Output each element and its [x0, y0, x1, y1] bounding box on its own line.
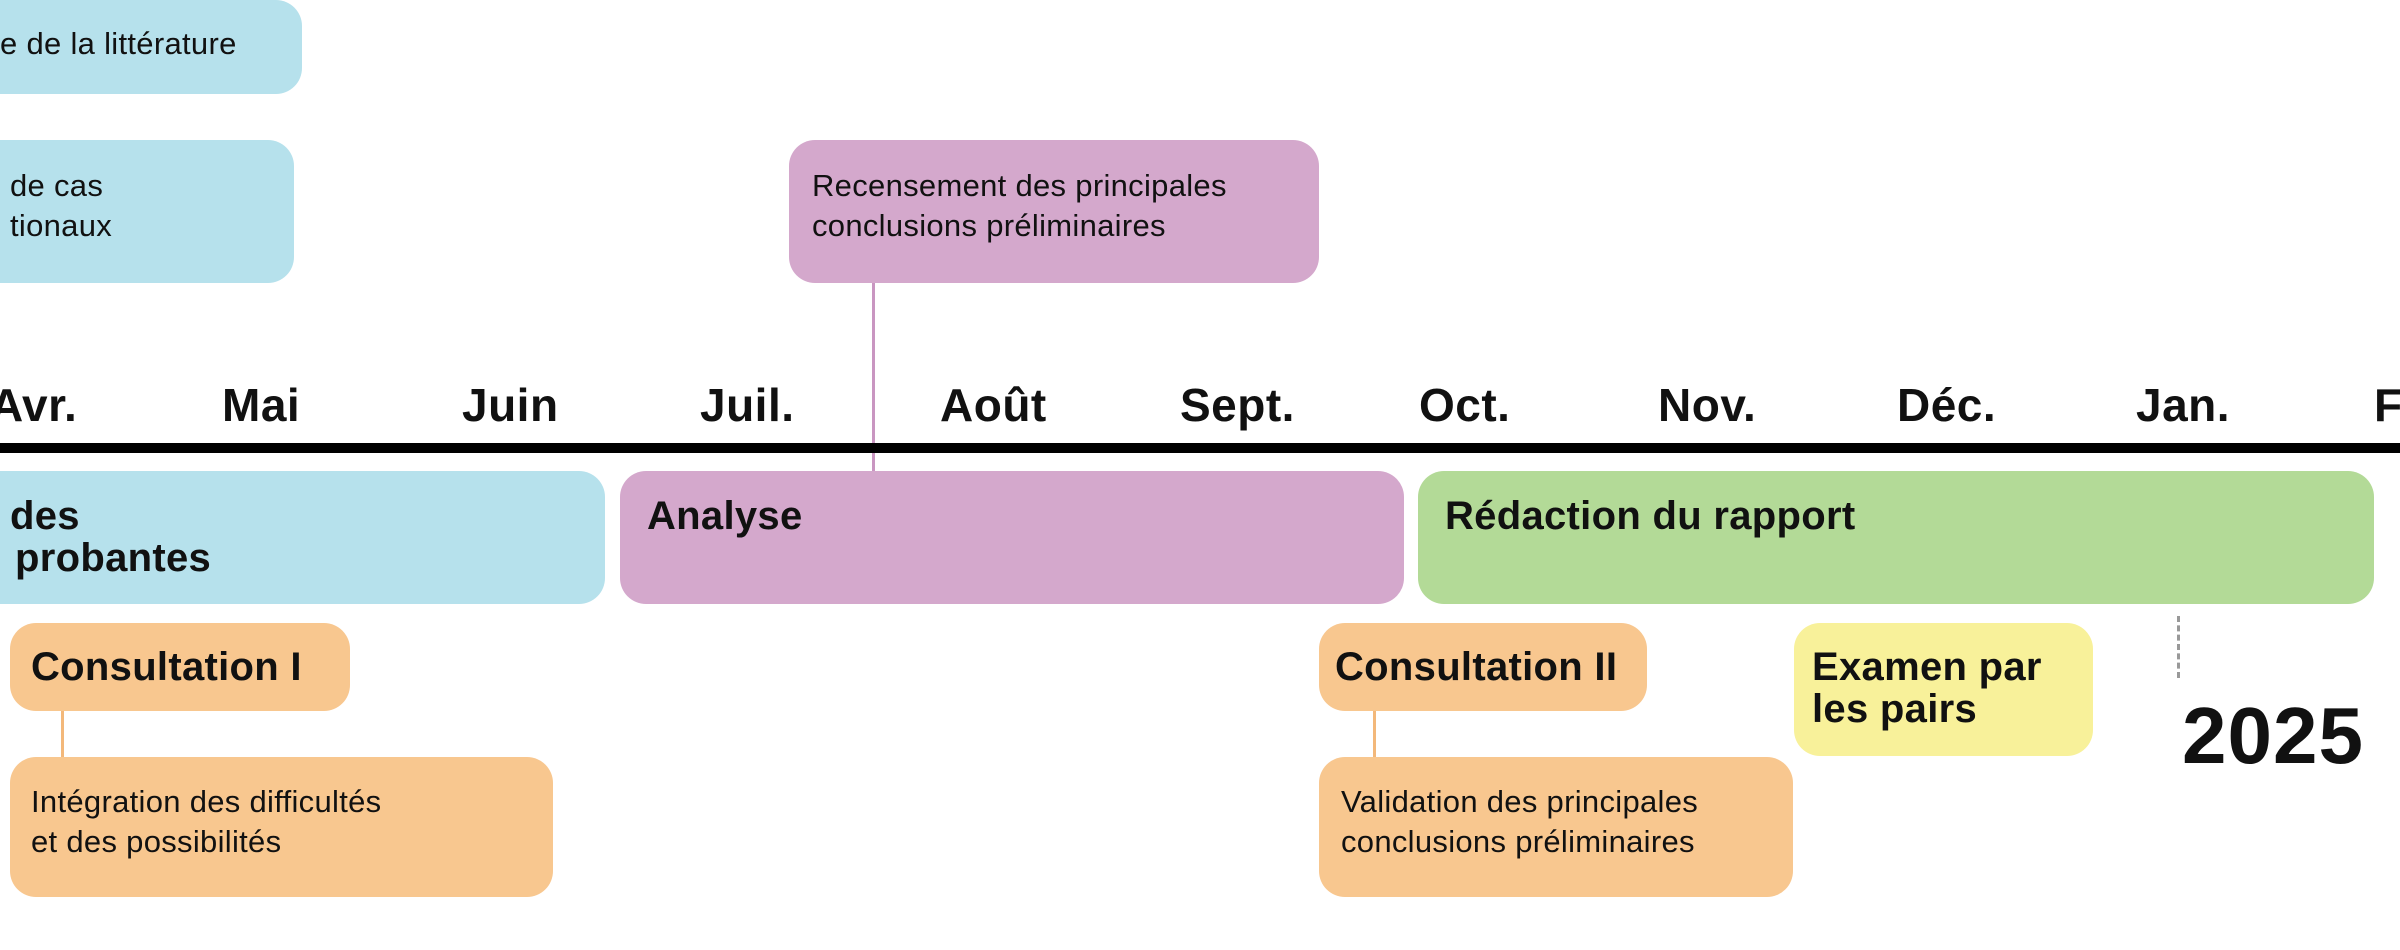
integration-label-line-1: Intégration des difficultés: [31, 784, 382, 819]
case-studies-label-line-1: de cas: [10, 168, 104, 203]
month-label: Avr.: [0, 379, 78, 431]
year-label: 2025: [2182, 691, 2364, 780]
consultation-2-connector: [1373, 711, 1376, 757]
consultation-1-label: Consultation I: [31, 645, 302, 689]
consultation-2-box: Consultation II: [1319, 623, 1647, 711]
evidence-phase-label-line-2: probantes: [15, 536, 212, 580]
month-label: Août: [940, 379, 1047, 431]
literature-review-box: e de la littérature: [0, 0, 302, 94]
month-label: Juil.: [700, 379, 795, 431]
validation-box: Validation des principales conclusions p…: [1319, 757, 1793, 897]
month-label: Jan.: [2136, 379, 2231, 431]
validation-label-line-1: Validation des principales: [1341, 784, 1699, 819]
month-label: Oct.: [1419, 379, 1511, 431]
consultation-1-connector: [61, 711, 64, 757]
analyse-phase-box: Analyse: [620, 471, 1404, 604]
month-label: Mai: [222, 379, 301, 431]
recensement-label-line-1: Recensement des principales: [812, 168, 1227, 203]
month-label: Nov.: [1658, 379, 1757, 431]
recensement-label-line-2: conclusions préliminaires: [812, 208, 1166, 243]
timeline-axis: [0, 443, 2400, 453]
consultation-2-label: Consultation II: [1335, 645, 1618, 689]
peer-review-label-line-1: Examen par: [1812, 645, 2042, 689]
month-label: Sept.: [1180, 379, 1295, 431]
month-label: F: [2374, 379, 2400, 431]
case-studies-label-line-2: tionaux: [10, 208, 113, 243]
peer-review-box: Examen par les pairs: [1794, 623, 2093, 756]
month-label: Juin: [462, 379, 559, 431]
evidence-phase-label-line-1: des: [10, 494, 80, 538]
peer-review-label-line-2: les pairs: [1812, 687, 1978, 731]
validation-label-line-2: conclusions préliminaires: [1341, 824, 1695, 859]
evidence-phase-box: des probantes: [0, 471, 605, 604]
literature-review-label: e de la littérature: [0, 26, 237, 61]
recensement-box: Recensement des principales conclusions …: [789, 140, 1319, 283]
year-marker-line: [2177, 616, 2180, 678]
integration-box: Intégration des difficultés et des possi…: [10, 757, 553, 897]
consultation-1-box: Consultation I: [10, 623, 350, 711]
redaction-phase-label: Rédaction du rapport: [1445, 494, 1856, 538]
redaction-phase-box: Rédaction du rapport: [1418, 471, 2374, 604]
month-label: Déc.: [1897, 379, 1997, 431]
analyse-phase-label: Analyse: [647, 494, 803, 538]
recensement-connector: [872, 283, 875, 471]
integration-label-line-2: et des possibilités: [31, 824, 282, 859]
case-studies-box: de cas tionaux: [0, 140, 294, 283]
